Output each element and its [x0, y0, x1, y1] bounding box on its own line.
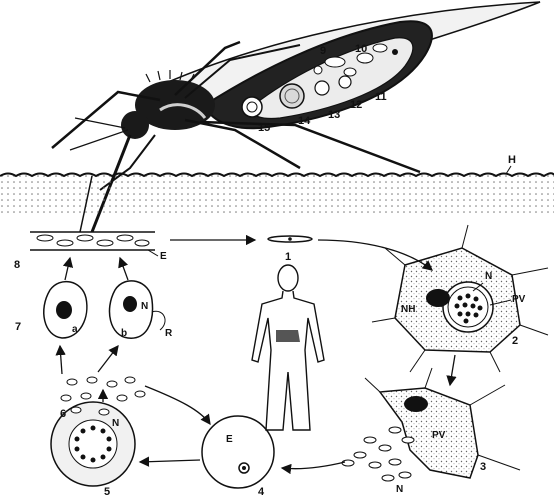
arrow-liver-to-rupture — [450, 355, 455, 385]
rupturing-liver-cell — [365, 368, 520, 478]
gametocyte-a — [44, 282, 87, 338]
blood-vessel — [30, 232, 155, 250]
oocyst — [315, 81, 329, 95]
label-vessel-e: E — [160, 251, 167, 262]
arrow-merozoites-to-ring — [145, 386, 210, 424]
gametocyte-b — [109, 281, 165, 338]
label-6: 6 — [60, 408, 66, 420]
label-7: 7 — [15, 321, 21, 333]
label-pv-liver: PV — [512, 294, 526, 305]
oocyst — [339, 76, 351, 88]
label-ring-e: E — [226, 434, 233, 445]
oocyst — [280, 84, 304, 108]
label-11: 11 — [375, 91, 387, 103]
erythrocyte-ring-stage — [202, 416, 274, 488]
label-10: 10 — [355, 43, 367, 55]
hypnozoite — [426, 289, 450, 307]
label-liver-n: N — [485, 271, 492, 282]
label-gametocyte-a: a — [72, 324, 78, 335]
label-4: 4 — [258, 486, 265, 498]
skin-surface — [0, 173, 554, 232]
label-pv-rupture: PV — [432, 430, 446, 441]
label-13: 13 — [328, 109, 340, 121]
label-8: 8 — [14, 259, 20, 271]
label-skin-h: H — [508, 154, 516, 166]
arrow-merozoites-to-gametocyte-b — [98, 346, 118, 372]
arrow-gametocyte-b-to-vessel — [120, 258, 128, 280]
label-gametocyte-b: b — [121, 328, 127, 339]
label-schizont-n: N — [112, 418, 119, 429]
label-5: 5 — [104, 486, 110, 498]
arrow-merozoites-to-gametocyte-a — [60, 346, 62, 374]
label-2: 2 — [512, 335, 518, 347]
mosquito-head — [121, 111, 149, 139]
arrow-gametocyte-a-to-vessel — [65, 258, 70, 280]
label-1: 1 — [285, 251, 291, 263]
released-merozoites — [342, 427, 414, 481]
arrow-rupture-to-ring — [282, 462, 345, 469]
label-nh: NH — [401, 304, 415, 315]
label-merozoite-n: N — [396, 484, 403, 495]
label-14: 14 — [298, 115, 311, 127]
label-9: 9 — [320, 45, 326, 57]
label-3: 3 — [480, 461, 486, 473]
oocyst — [242, 97, 262, 117]
arrow-ring-to-schizont — [140, 460, 200, 462]
label-ring-r: R — [165, 328, 173, 339]
human-host — [252, 265, 324, 430]
label-gametocyte-n: N — [141, 301, 148, 312]
label-12: 12 — [350, 99, 362, 111]
label-15: 15 — [258, 122, 270, 134]
